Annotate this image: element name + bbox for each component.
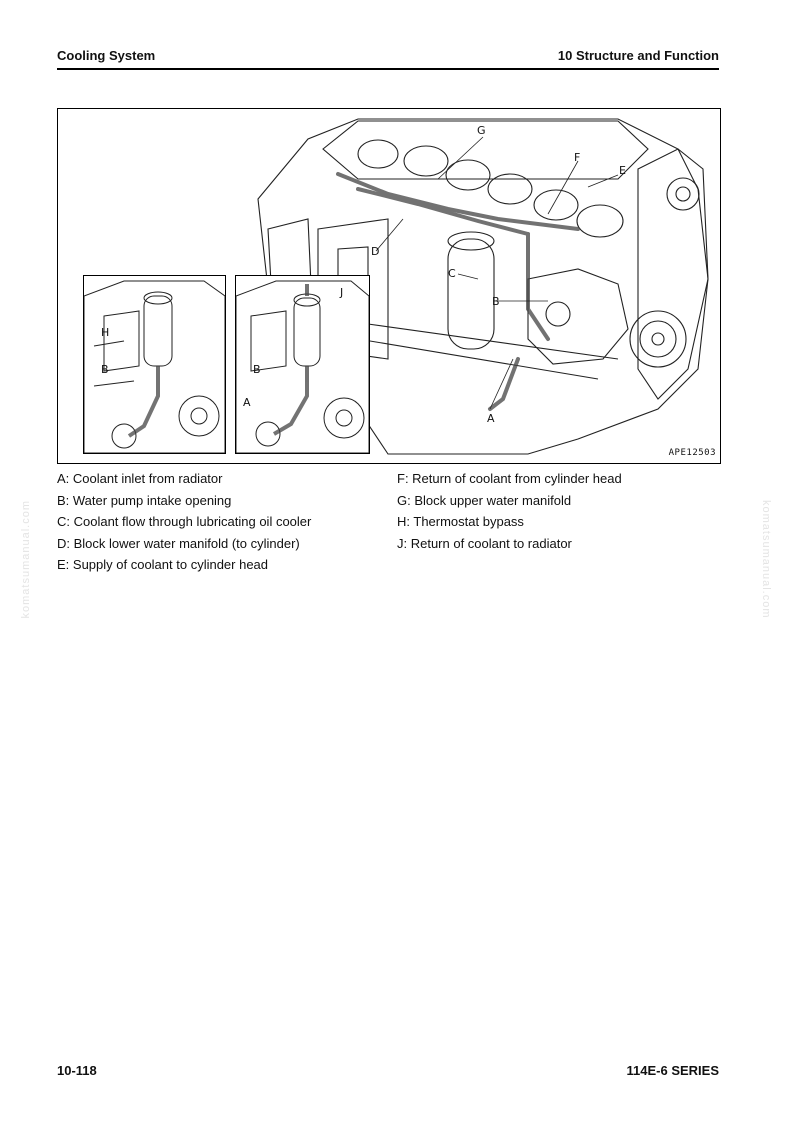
watermark-left: komatsumanual.com xyxy=(20,500,32,619)
inset-illustration-open xyxy=(236,280,369,453)
legend-item: C: Coolant flow through lubricating oil … xyxy=(57,514,312,529)
series-name: 114E-6 SERIES xyxy=(626,1063,720,1078)
figure-code: APE12503 xyxy=(668,448,716,458)
inset2-callout-b: B xyxy=(253,363,261,376)
page-header-section: Cooling System xyxy=(57,48,156,63)
legend-item: A: Coolant inlet from radiator xyxy=(57,471,223,486)
inset-illustration-closed xyxy=(84,280,225,453)
legend-item: B: Water pump intake opening xyxy=(57,492,232,508)
callout-d: D xyxy=(371,245,380,258)
legend-item: J: Return of coolant to radiator xyxy=(397,535,572,551)
watermark-right: komatsumanual.com xyxy=(760,500,772,619)
inset2-callout-a: A xyxy=(243,396,251,409)
legend-item: E: Supply of coolant to cylinder head xyxy=(57,557,269,572)
page-header-chapter: 10 Structure and Function xyxy=(557,48,719,63)
inset1-callout-h: H xyxy=(101,326,110,339)
callout-g: G xyxy=(477,124,486,137)
legend-item: G: Block upper water manifold xyxy=(397,492,572,508)
legend-right-column: F: Return of coolant from cylinder head … xyxy=(397,468,622,554)
thermostat-closed-inset: H B xyxy=(83,275,226,454)
legend-item: F: Return of coolant from cylinder head xyxy=(397,471,622,486)
legend-item: D: Block lower water manifold (to cylind… xyxy=(57,535,300,551)
engine-cooling-figure: G F E D C B A H B xyxy=(57,108,721,464)
legend-left-column: A: Coolant inlet from radiator B: Water … xyxy=(57,468,311,576)
callout-c: C xyxy=(448,267,456,280)
callout-e: E xyxy=(619,164,626,177)
callout-a: A xyxy=(487,412,495,425)
callout-f: F xyxy=(574,151,581,164)
thermostat-open-inset: J B A xyxy=(235,275,370,454)
header-rule xyxy=(57,68,719,70)
inset1-callout-b: B xyxy=(101,363,109,376)
inset2-callout-j: J xyxy=(340,286,344,299)
legend-item: H: Thermostat bypass xyxy=(397,514,524,529)
callout-b: B xyxy=(492,295,500,308)
page-number: 10-118 xyxy=(57,1063,97,1078)
